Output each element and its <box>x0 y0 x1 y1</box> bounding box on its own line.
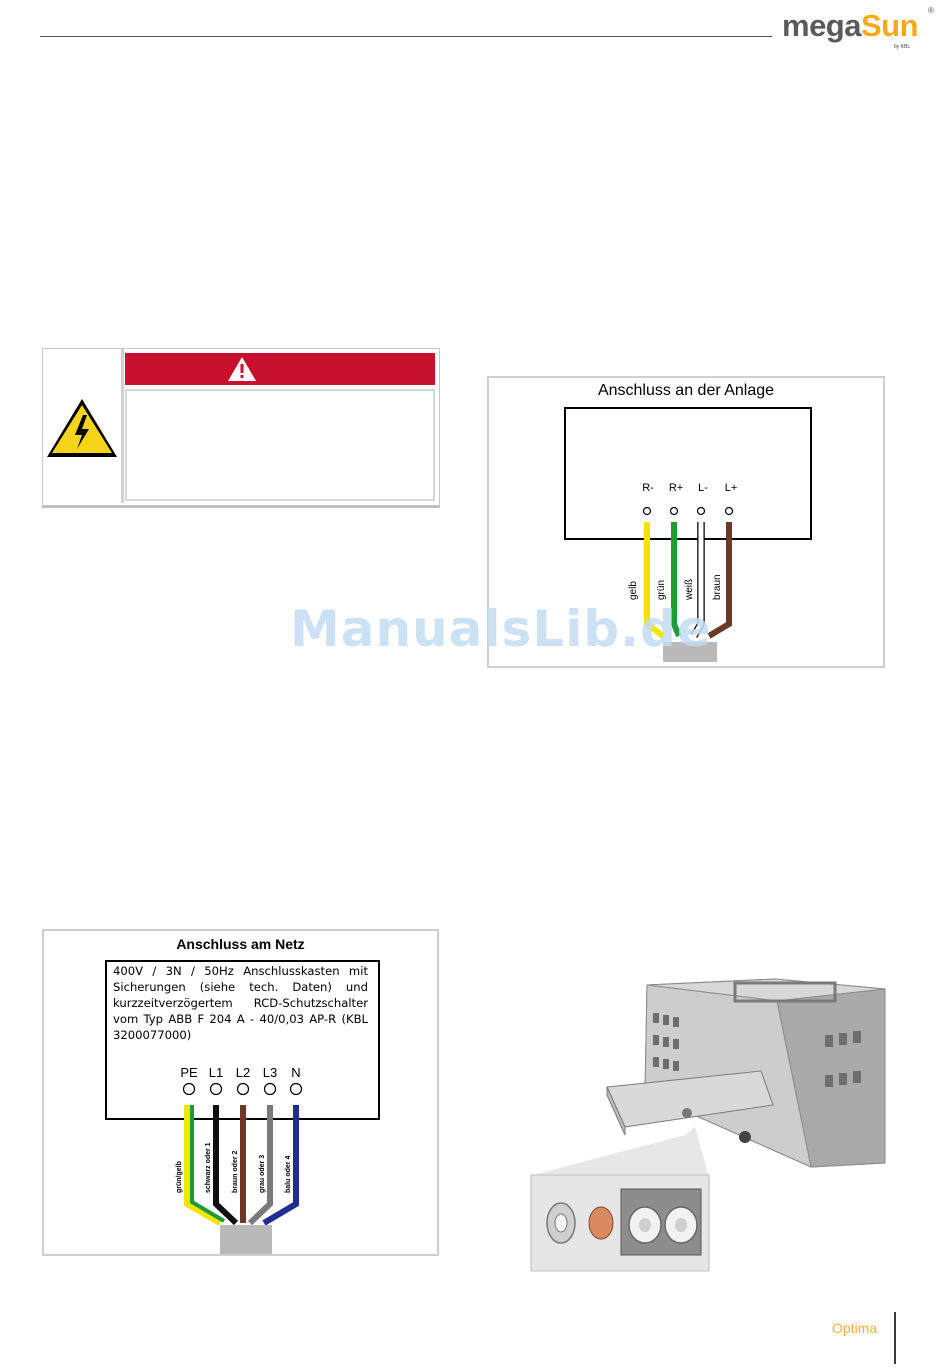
device-illustration <box>530 978 886 1272</box>
danger-header-bar <box>125 353 435 385</box>
diagram-title: Anschluss an der Anlage <box>597 382 775 399</box>
watermark: ManualsLib.de <box>290 600 712 658</box>
system-wiring-svg: R- R+ L- L+ gelb grün weiß braun <box>564 407 812 662</box>
footer-label: Optima <box>832 1320 878 1336</box>
wire-n <box>262 1105 299 1226</box>
mains-description: 400V / 3N / 50Hz Anschlusskasten mit Sic… <box>113 964 368 1042</box>
terminal-label: L3 <box>263 1065 277 1080</box>
terminal-label: R- <box>642 482 654 494</box>
mains-wiring-svg: PE L1 L2 L3 N grün/gelb schwarz oder 1 b… <box>105 960 380 1254</box>
terminal-label: L- <box>698 482 708 494</box>
wire-gelb <box>644 522 665 639</box>
danger-warning-box <box>42 348 440 506</box>
cable-sleeve <box>663 642 717 662</box>
wire-l3 <box>247 1105 273 1226</box>
wire-label: grün <box>656 580 667 600</box>
terminal-connector <box>696 506 706 516</box>
diagram-title: Anschluss am Netz <box>176 936 305 952</box>
terminal-label: N <box>291 1065 300 1080</box>
caution-triangle-icon <box>228 357 256 381</box>
wire-label: weiß <box>684 579 695 601</box>
warning-icon-cell <box>43 349 124 503</box>
wire-label: braun <box>712 574 723 600</box>
wire-braun <box>707 522 732 639</box>
wire-label: grün/gelb <box>176 1161 183 1193</box>
terminal-connector <box>724 506 734 516</box>
terminal-label: PE <box>180 1065 198 1080</box>
terminal-label: L+ <box>725 482 738 494</box>
terminal-connector <box>209 1082 223 1096</box>
cable-sleeve <box>220 1225 272 1254</box>
wire-l1 <box>213 1105 239 1226</box>
wire-pe-green <box>190 1105 226 1223</box>
wire-label: balu oder 4 <box>285 1156 292 1193</box>
terminal-label: L2 <box>236 1065 250 1080</box>
wire-label: grau oder 3 <box>259 1155 266 1193</box>
terminal-label: L1 <box>209 1065 223 1080</box>
terminal-connector <box>263 1082 277 1096</box>
terminal-connector <box>642 506 652 516</box>
header-rule <box>40 36 772 37</box>
terminal-connector <box>236 1082 250 1096</box>
diagram-mains-connection: Anschluss am Netz PE L1 L2 L3 N grün/gel… <box>42 929 439 1256</box>
high-voltage-warning-icon <box>47 399 117 457</box>
wire-label: schwarz oder 1 <box>205 1142 212 1193</box>
megasun-logo: megaSun ® by KBL <box>782 6 934 50</box>
footer-rule <box>894 1312 896 1364</box>
terminal-connector <box>669 506 679 516</box>
wire-pe-yellow <box>184 1105 222 1226</box>
terminal-label: R+ <box>669 482 683 494</box>
danger-text-area <box>125 389 435 501</box>
diagram-system-connection: Anschluss an der Anlage R- R+ L- L+ gelb… <box>487 376 885 668</box>
wire-gruen <box>671 522 682 638</box>
terminal-connector <box>289 1082 303 1096</box>
wire-label: braun oder 2 <box>232 1150 239 1193</box>
warning-divider <box>42 506 440 508</box>
wire-weiss <box>691 522 704 638</box>
terminal-connector <box>182 1082 196 1096</box>
wire-label: gelb <box>628 581 639 600</box>
